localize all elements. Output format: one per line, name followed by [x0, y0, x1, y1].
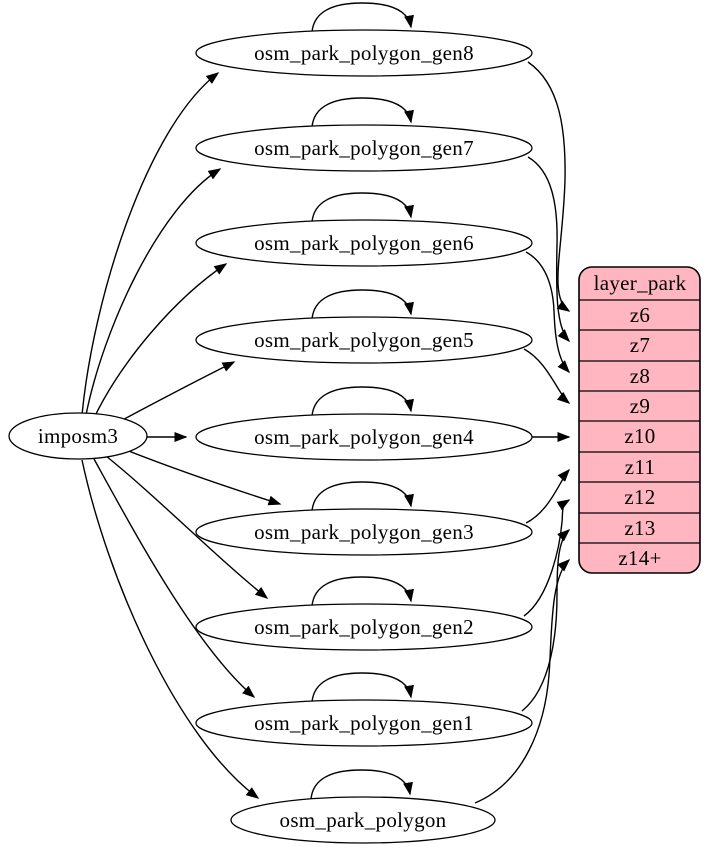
self-loop-gen8 [311, 2, 414, 33]
imposm3-label: imposm3 [38, 424, 118, 448]
gen8-label: osm_park_polygon_gen8 [254, 41, 474, 65]
self-loop-gen1 [311, 672, 414, 703]
edge-gen1-to-z13 [521, 528, 571, 712]
node-polygon: osm_park_polygon [230, 796, 496, 844]
layer-park-title: layer_park [594, 271, 687, 295]
layer-row-z14: z14+ [618, 546, 661, 570]
edge-imposm3-to-gen5 [112, 361, 236, 426]
node-gen3: osm_park_polygon_gen3 [195, 508, 533, 556]
self-loop-gen4 [311, 386, 414, 417]
edge-imposm3-to-gen2 [105, 455, 269, 599]
self-loop-gen7 [311, 97, 414, 128]
self-loop-gen6 [311, 192, 414, 223]
edge-gen8-to-z6 [527, 61, 571, 312]
imposm3-ellipse [8, 412, 148, 460]
gen6-label: osm_park_polygon_gen6 [254, 231, 474, 255]
polygon-ellipse [230, 796, 496, 844]
gen2-ellipse [195, 603, 533, 651]
gen3-label: osm_park_polygon_gen3 [254, 520, 474, 544]
node-gen8: osm_park_polygon_gen8 [195, 29, 533, 77]
layer-park-box [578, 266, 701, 574]
gen7-ellipse [195, 124, 533, 172]
edge-imposm3-to-gen6 [93, 263, 228, 419]
node-gen5: osm_park_polygon_gen5 [195, 316, 533, 364]
edge-gen7-to-z7 [527, 156, 571, 343]
layer-row-z9: z9 [630, 394, 650, 418]
edge-polygon-to-z14 [474, 558, 571, 804]
edge-gen5-to-z9 [523, 348, 571, 404]
edges-tables-to-layer [474, 61, 571, 804]
self-loop-gen2 [311, 576, 414, 607]
gen5-label: osm_park_polygon_gen5 [254, 328, 474, 352]
layer-row-z11: z11 [625, 455, 655, 479]
edge-gen3-to-z11 [525, 468, 571, 524]
layer-row-z12: z12 [624, 485, 655, 509]
layer-row-z10: z10 [624, 424, 655, 448]
edge-imposm3-to-gen3 [125, 449, 282, 506]
gen3-ellipse [195, 508, 533, 556]
gen1-ellipse [195, 699, 533, 747]
node-imposm3: imposm3 [8, 412, 148, 460]
polygon-label: osm_park_polygon [280, 808, 447, 832]
self-loop-polygon [310, 769, 413, 800]
layer-row-z7: z7 [630, 333, 650, 357]
edge-gen6-to-z8 [525, 251, 571, 374]
node-gen6: osm_park_polygon_gen6 [195, 219, 533, 267]
node-layer-park: layer_park z6 z7 z8 z9 z10 z11 z12 z13 z… [578, 266, 701, 574]
node-gen7: osm_park_polygon_gen7 [195, 124, 533, 172]
edges-source-to-tables [81, 72, 282, 799]
edge-imposm3-to-gen8 [81, 72, 220, 416]
node-gen1: osm_park_polygon_gen1 [195, 699, 533, 747]
edge-gen2-to-z12 [523, 499, 571, 617]
self-loop-gen5 [311, 289, 414, 320]
layer-row-z8: z8 [630, 364, 650, 388]
edge-imposm3-to-gen1 [93, 458, 256, 698]
gen8-ellipse [195, 29, 533, 77]
gen6-ellipse [195, 219, 533, 267]
edge-imposm3-to-polygon [81, 459, 260, 799]
gen2-label: osm_park_polygon_gen2 [254, 615, 474, 639]
layer-row-z6: z6 [630, 303, 650, 327]
gen4-label: osm_park_polygon_gen4 [254, 425, 474, 449]
self-loop-gen3 [311, 481, 414, 512]
table-self-loops [310, 2, 414, 800]
node-gen4: osm_park_polygon_gen4 [195, 413, 533, 461]
gen4-ellipse [195, 413, 533, 461]
gen5-ellipse [195, 316, 533, 364]
edge-imposm3-to-gen7 [85, 168, 222, 416]
gen7-label: osm_park_polygon_gen7 [254, 136, 474, 160]
layer-row-z13: z13 [624, 516, 655, 540]
node-gen2: osm_park_polygon_gen2 [195, 603, 533, 651]
gen1-label: osm_park_polygon_gen1 [254, 711, 474, 735]
